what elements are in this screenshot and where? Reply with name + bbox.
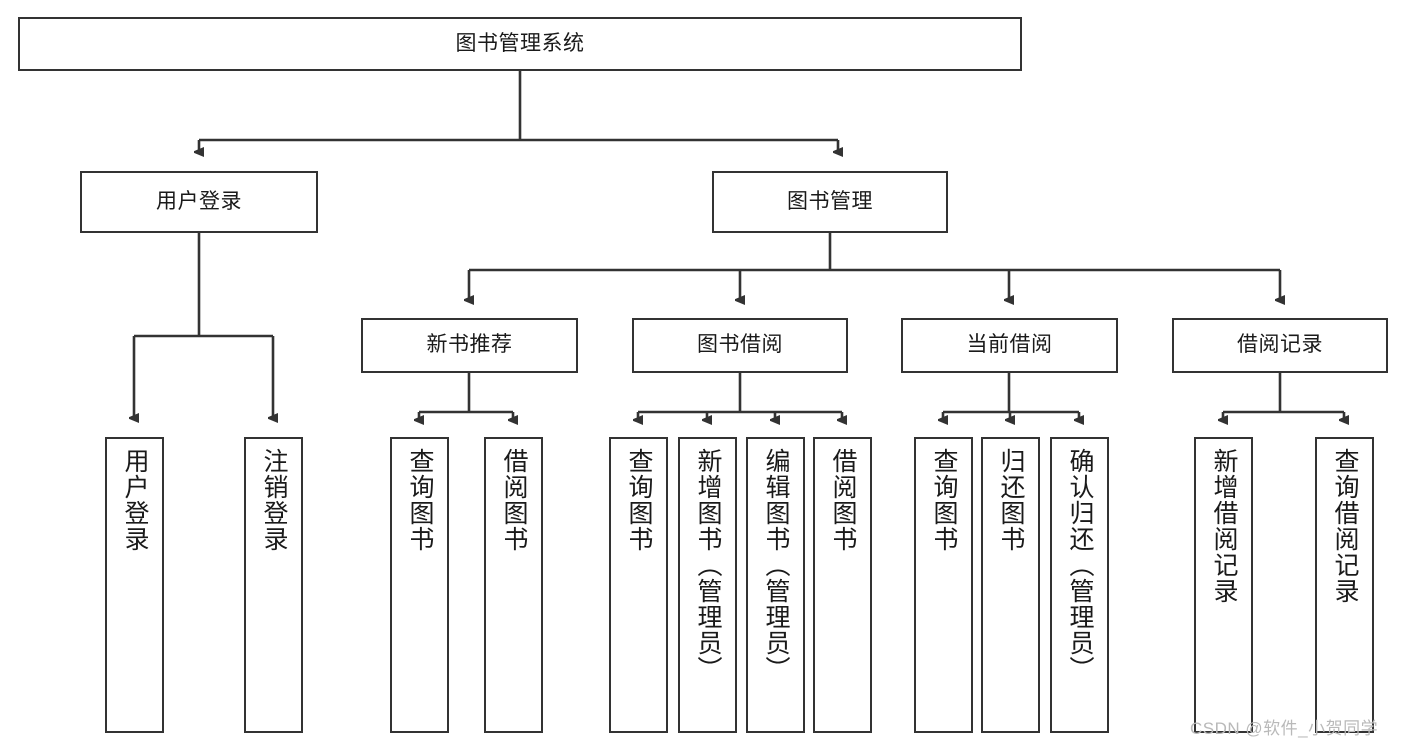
node-leaf-borrow-book-nb[interactable]: 借阅图书	[484, 437, 543, 733]
node-leaf-query-book-cb-label: 查询图书	[930, 448, 958, 552]
node-leaf-logout[interactable]: 注销登录	[244, 437, 303, 733]
node-book-management-label: 图书管理	[787, 189, 873, 213]
node-leaf-query-book-nb[interactable]: 查询图书	[390, 437, 449, 733]
node-borrow-record-label: 借阅记录	[1237, 333, 1323, 357]
node-leaf-confirm-return-label: 确认归还（管理员）	[1066, 448, 1094, 682]
node-root[interactable]: 图书管理系统	[18, 17, 1022, 71]
node-user-login[interactable]: 用户登录	[80, 171, 318, 233]
node-leaf-logout-label: 注销登录	[260, 448, 288, 552]
node-leaf-query-record[interactable]: 查询借阅记录	[1315, 437, 1374, 733]
node-leaf-query-book-bb-label: 查询图书	[625, 448, 653, 552]
node-root-label: 图书管理系统	[455, 31, 585, 55]
node-leaf-borrow-book-nb-label: 借阅图书	[500, 448, 528, 552]
node-leaf-borrow-book-bb[interactable]: 借阅图书	[813, 437, 872, 733]
node-leaf-return-book[interactable]: 归还图书	[981, 437, 1040, 733]
node-borrow-record[interactable]: 借阅记录	[1172, 318, 1388, 373]
node-leaf-borrow-book-bb-label: 借阅图书	[829, 448, 857, 552]
node-leaf-edit-book-label: 编辑图书（管理员）	[762, 448, 790, 682]
node-user-login-label: 用户登录	[156, 189, 242, 213]
node-current-borrow-label: 当前借阅	[966, 333, 1053, 357]
node-leaf-confirm-return[interactable]: 确认归还（管理员）	[1050, 437, 1109, 733]
node-new-book-recommend[interactable]: 新书推荐	[361, 318, 578, 373]
node-book-management[interactable]: 图书管理	[712, 171, 948, 233]
node-leaf-add-book-label: 新增图书（管理员）	[694, 448, 722, 682]
node-leaf-add-book[interactable]: 新增图书（管理员）	[678, 437, 737, 733]
node-leaf-user-login[interactable]: 用户登录	[105, 437, 164, 733]
node-leaf-edit-book[interactable]: 编辑图书（管理员）	[746, 437, 805, 733]
node-book-borrow[interactable]: 图书借阅	[632, 318, 848, 373]
node-leaf-query-book-cb[interactable]: 查询图书	[914, 437, 973, 733]
node-book-borrow-label: 图书借阅	[697, 333, 783, 357]
node-new-book-recommend-label: 新书推荐	[426, 333, 513, 357]
node-current-borrow[interactable]: 当前借阅	[901, 318, 1118, 373]
node-leaf-query-record-label: 查询借阅记录	[1331, 448, 1359, 604]
node-leaf-return-book-label: 归还图书	[997, 448, 1025, 552]
csdn-watermark: CSDN @软件_小贺同学	[1190, 719, 1379, 738]
node-leaf-query-book-nb-label: 查询图书	[406, 448, 434, 552]
node-leaf-user-login-label: 用户登录	[121, 448, 149, 552]
node-leaf-query-book-bb[interactable]: 查询图书	[609, 437, 668, 733]
node-leaf-add-record-label: 新增借阅记录	[1210, 448, 1238, 604]
node-leaf-add-record[interactable]: 新增借阅记录	[1194, 437, 1253, 733]
